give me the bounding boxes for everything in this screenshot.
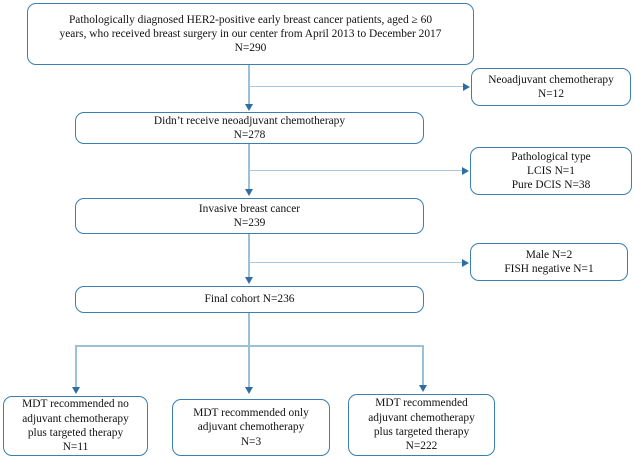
arrowhead-branch-pathological-type [462, 167, 469, 175]
node-cohort-total-line-2: years, who received breast surgery in ou… [59, 27, 442, 40]
arrowhead-trunk-1 [244, 104, 253, 111]
node-mdt-no-chemo-line-2: adjuvant chemotherapy [22, 412, 129, 425]
connector-split-center [248, 345, 250, 389]
node-invasive-breast-cancer: Invasive breast cancer N=239 [75, 198, 424, 234]
node-invasive-breast-cancer-line-2: N=239 [233, 217, 266, 229]
node-mdt-no-chemo-line-4: N=11 [62, 441, 89, 454]
node-mdt-chemo-targeted-line-4: N=222 [405, 440, 438, 453]
node-cohort-total-line-3: N=290 [234, 42, 267, 55]
connector-trunk-1 [248, 65, 250, 106]
arrowhead-trunk-3 [244, 277, 253, 284]
node-excluded-pathological-type: Pathological type LCIS N=1 Pure DCIS N=3… [470, 147, 632, 195]
arrowhead-branch-neoadjuvant [463, 83, 470, 91]
node-no-neoadjuvant-line-2: N=278 [233, 129, 266, 141]
connector-split-right [422, 345, 424, 387]
node-mdt-no-chemo-line-1: MDT recommended no [22, 398, 129, 411]
arrowhead-split-left [71, 387, 80, 394]
arrowhead-branch-male-fish [462, 259, 469, 267]
node-excluded-male-fish: Male N=2 FISH negative N=1 [470, 243, 628, 281]
node-excluded-neoadjuvant: Neoadjuvant chemotherapy N=12 [471, 68, 631, 106]
node-mdt-chemo-targeted-line-1: MDT recommended [375, 397, 468, 410]
node-excluded-male-fish-line-2: FISH negative N=1 [504, 263, 594, 275]
node-mdt-chemo-targeted-line-3: plus targeted therapy [373, 426, 470, 438]
node-no-neoadjuvant-line-1: Didn’t receive neoadjuvant chemotherapy [153, 114, 346, 127]
node-excluded-pathological-type-line-2: LCIS N=1 [527, 164, 575, 177]
node-excluded-male-fish-line-1: Male N=2 [525, 248, 573, 261]
node-mdt-only-chemo-line-2: adjuvant chemotherapy [197, 421, 305, 434]
connector-branch-neoadjuvant [249, 86, 464, 88]
node-cohort-total-line-1: Pathologically diagnosed HER2-positive e… [68, 13, 433, 26]
node-mdt-chemo-targeted-line-2: adjuvant chemotherapy [368, 411, 475, 424]
node-no-neoadjuvant: Didn’t receive neoadjuvant chemotherapy … [75, 112, 424, 144]
connector-branch-male-fish [249, 262, 463, 264]
node-mdt-no-chemo: MDT recommended no adjuvant chemotherapy… [3, 396, 148, 456]
node-final-cohort-line-1: Final cohort N=236 [204, 293, 295, 306]
connector-trunk-3 [248, 234, 250, 279]
arrowhead-split-right [418, 385, 427, 392]
connector-trunk-2 [248, 144, 250, 191]
node-excluded-pathological-type-line-3: Pure DCIS N=38 [511, 179, 591, 192]
node-excluded-neoadjuvant-line-2: N=12 [537, 88, 565, 100]
connector-branch-pathological-type [249, 170, 463, 172]
arrowhead-split-center [244, 387, 253, 394]
node-excluded-neoadjuvant-line-1: Neoadjuvant chemotherapy [488, 73, 614, 86]
node-mdt-chemo-targeted: MDT recommended adjuvant chemotherapy pl… [348, 394, 495, 456]
node-invasive-breast-cancer-line-1: Invasive breast cancer [198, 202, 301, 215]
connector-split-left [75, 345, 77, 389]
connector-split-stem [248, 313, 250, 346]
node-mdt-no-chemo-line-3: plus targeted therapy [27, 427, 124, 439]
node-cohort-total: Pathologically diagnosed HER2-positive e… [27, 3, 474, 65]
arrowhead-trunk-2 [244, 189, 253, 196]
node-excluded-pathological-type-line-1: Pathological type [511, 150, 591, 163]
node-mdt-only-chemo: MDT recommended only adjuvant chemothera… [172, 399, 330, 456]
node-final-cohort: Final cohort N=236 [75, 286, 424, 313]
node-mdt-only-chemo-line-3: N=3 [240, 435, 262, 448]
node-mdt-only-chemo-line-1: MDT recommended only [193, 407, 309, 420]
